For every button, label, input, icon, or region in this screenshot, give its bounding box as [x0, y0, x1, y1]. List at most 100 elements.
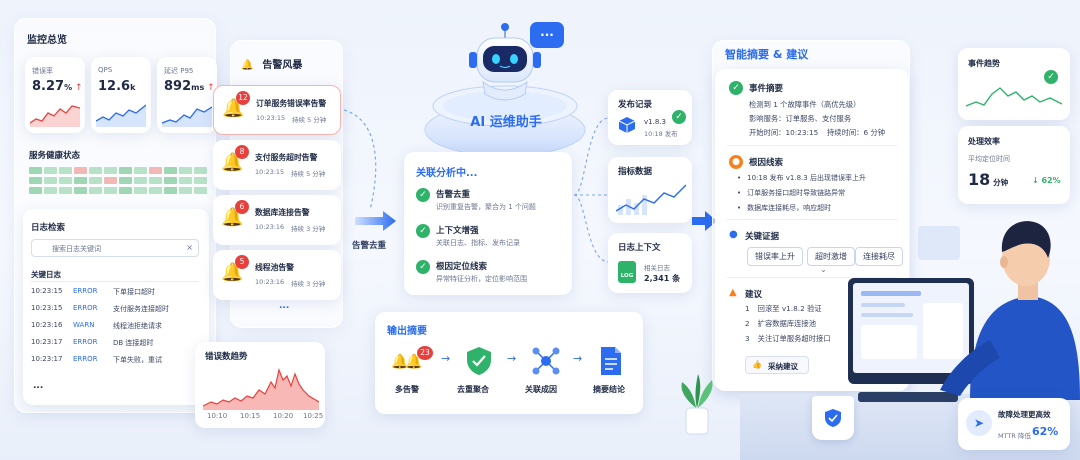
metric-card-latency[interactable]: 延迟 P95 892ms ↑ [157, 57, 217, 133]
divider [727, 277, 897, 278]
evidence-chip[interactable]: 错误率上升 [747, 247, 803, 266]
health-cell [74, 177, 87, 184]
log-time: 10:23:16 [31, 321, 63, 329]
chat-bubble-icon: ... [530, 22, 564, 48]
health-cell [29, 177, 42, 184]
advice-item-text: 扩容数据库连接池 [757, 319, 817, 328]
check-circle-icon: ✓ [416, 188, 430, 202]
chevron-down-icon[interactable]: ⌄ [820, 265, 827, 274]
step-title: 告警去重 [436, 190, 471, 200]
health-cell [89, 177, 102, 184]
log-search-input[interactable]: 搜索日志关键词 × [31, 239, 199, 257]
alert-count-badge: 6 [235, 200, 249, 214]
check-icon: ✓ [672, 110, 686, 124]
health-cell [164, 177, 177, 184]
metric-card-qps[interactable]: QPS 12.6k [91, 57, 151, 133]
health-cell [89, 187, 102, 194]
adopt-button[interactable]: 👍 采纳建议 [745, 356, 809, 374]
bell-icon: 🔔 [405, 354, 423, 370]
evidence-chip[interactable]: 连接耗尽 [855, 247, 903, 266]
monitor-panel: 监控总览 错误率 8.27% ↑ QPS 12.6k 延迟 P95 892ms … [14, 18, 217, 413]
avg-delta: ↓ 62% [1032, 176, 1061, 185]
adopt-button-label: 采纳建议 [768, 362, 798, 371]
trend-tick: 10:20 [273, 412, 294, 420]
document-icon [601, 347, 621, 375]
log-file-label: LOG [620, 273, 634, 279]
bullet-dot: • [737, 189, 742, 197]
log-file-icon: LOG [618, 261, 636, 283]
step-title: 根因定位线索 [436, 262, 488, 272]
health-cell [149, 187, 162, 194]
summary-title: 智能摘要 & 建议 [725, 48, 809, 61]
mttr-badge: ➤ 故障处理更高效 MTTR 降低 62% [958, 398, 1070, 450]
event-trend-chart [966, 87, 1062, 107]
shield-check-icon [467, 347, 491, 375]
avg-unit: 分钟 [993, 178, 1009, 187]
health-cell [119, 167, 132, 174]
health-cell [179, 177, 192, 184]
evidence-chip[interactable]: 超时激增 [807, 247, 855, 266]
health-cell [104, 177, 117, 184]
screen-line [861, 313, 913, 317]
metric-value: 12.6 [98, 79, 131, 94]
log-message: 支付服务连接超时 [113, 305, 169, 313]
event-duration: 持续时间：6 分钟 [827, 128, 886, 137]
error-trend-chart [203, 367, 319, 410]
check-icon: ✓ [1044, 70, 1058, 84]
log-time: 10:23:15 [31, 287, 63, 295]
thumb-up-icon: 👍 [752, 360, 762, 369]
log-context-count: 2,341 条 [644, 274, 681, 283]
storm-header: 🔔 告警风暴 [241, 56, 302, 71]
mttr-title: 故障处理更高效 [998, 410, 1051, 419]
log-context-card[interactable]: 日志上下文 LOG 相关日志 2,341 条 [608, 233, 692, 293]
robot-illustration [424, 23, 586, 157]
health-cell [179, 167, 192, 174]
check-circle-icon: ✓ [729, 81, 743, 95]
metric-unit: ms [191, 83, 205, 92]
trend-tick: 10:25 [303, 412, 324, 420]
screen-line [861, 303, 905, 307]
health-cell [59, 177, 72, 184]
plant-illustration [681, 374, 713, 435]
health-cell [44, 187, 57, 194]
bell-icon: 🔔 [241, 60, 254, 71]
network-icon [532, 347, 560, 375]
log-more[interactable]: ... [33, 381, 44, 391]
release-card[interactable]: 发布记录 ✓ v1.8.3 10:18 发布 [608, 90, 692, 145]
health-cell [179, 187, 192, 194]
metric-label: 延迟 P95 [164, 67, 194, 75]
bullet-dot: • [737, 174, 742, 182]
metric-card-error-rate[interactable]: 错误率 8.27% ↑ [25, 57, 85, 133]
smart-summary-panel: 智能摘要 & 建议 ✓ 事件摘要 检测到 1 个故障事件（高优先级） 影响服务：… [712, 40, 910, 391]
health-cell [44, 177, 57, 184]
error-trend-card: 错误数趋势 10:10 10:15 10:20 10:25 [195, 342, 325, 428]
root-title: 根因线索 [749, 158, 784, 168]
clear-icon[interactable]: × [186, 243, 193, 252]
step-title: 上下文增强 [436, 226, 479, 236]
metrics-card[interactable]: 指标数据 [608, 157, 692, 223]
health-cell [74, 187, 87, 194]
storm-more[interactable]: ... [279, 301, 290, 311]
step-desc: 识别重复告警，聚合为 1 个问题 [436, 203, 536, 211]
rocket-icon: ➤ [966, 410, 992, 436]
output-step-label: 去重聚合 [457, 385, 489, 394]
health-cell [164, 167, 177, 174]
source-connector [573, 117, 609, 263]
monitor-device [848, 278, 974, 384]
monitor-screen [853, 283, 969, 373]
health-cell [134, 177, 147, 184]
output-step-label: 摘要结论 [593, 385, 625, 394]
alert-title: 订单服务错误率告警 [256, 99, 327, 108]
arrow-icon: → [441, 352, 451, 365]
lightbulb-icon: ▲ [729, 287, 737, 298]
